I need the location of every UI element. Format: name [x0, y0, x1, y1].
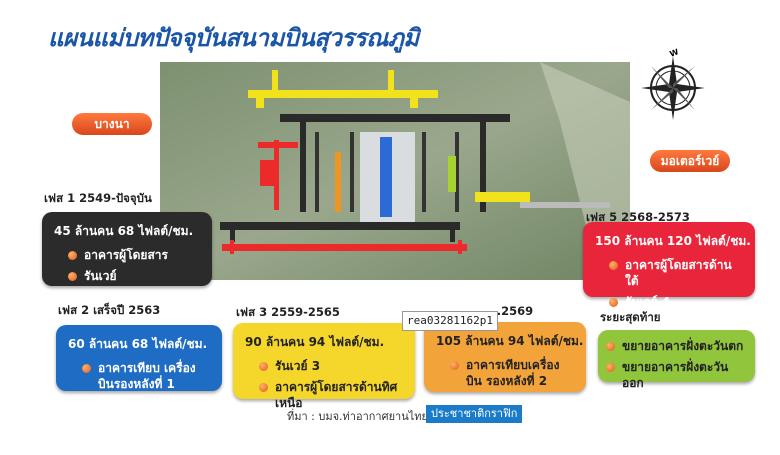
- runway-red-south: [222, 240, 467, 254]
- future-phase-label: ระยะสุดท้าย: [600, 310, 661, 324]
- brand-badge: ประชาชาติกราฟิก: [426, 405, 523, 423]
- location-tag-motorway: มอเตอร์เวย์: [650, 150, 730, 172]
- runway-dark-north: [280, 114, 510, 212]
- phase3-box: 90 ล้านคน 94 ไฟลต์/ชม. รันเวย์ 3 อาคารผู…: [233, 323, 415, 410]
- bullet-icon: [609, 261, 618, 270]
- terminal-blue: [380, 137, 392, 217]
- list-item: อาคารเทียบเครื่องบิน รองหลังที่ 2: [450, 357, 574, 389]
- bullet-icon: [609, 298, 618, 307]
- phase2-headline: 60 ล้านคน 68 ไฟลต์/ชม.: [68, 337, 208, 351]
- phase1-label: เฟส 1 2549-ปัจจุบัน: [44, 191, 152, 205]
- page-title: แผนแม่บทปัจจุบันสนามบินสุวรรณภูมิ: [48, 24, 419, 52]
- compass-west: W: [668, 48, 680, 59]
- compass-rose-icon: W: [633, 47, 713, 128]
- location-tag-bangna: บางนา: [72, 113, 152, 135]
- list-item: อาคารผู้โดยสารด้านทิศเหนือ: [259, 379, 403, 411]
- list-item: อาคารผู้โดยสารด้านใต้: [609, 257, 743, 289]
- concourse-orange: [335, 152, 341, 212]
- phase5-headline: 150 ล้านคน 120 ไฟลต์/ชม.: [595, 234, 751, 248]
- list-item: อาคารผู้โดยสาร: [68, 247, 200, 263]
- phase1-headline: 45 ล้านคน 68 ไฟลต์/ชม.: [54, 224, 194, 238]
- phase4-headline: 105 ล้านคน 94 ไฟลต์/ชม.: [436, 334, 584, 348]
- phase1-box: 45 ล้านคน 68 ไฟลต์/ชม. อาคารผู้โดยสาร รั…: [42, 212, 212, 286]
- bullet-icon: [259, 383, 268, 392]
- list-item: รันเวย์ 3: [259, 358, 403, 374]
- phase2-label: เฟส 2 เสร็จปี 2563: [58, 303, 161, 317]
- bullet-icon: [259, 362, 268, 371]
- building-yellow-south: [475, 192, 530, 202]
- phase3-headline: 90 ล้านคน 94 ไฟลต์/ชม.: [245, 335, 385, 349]
- bullet-icon: [68, 251, 77, 260]
- airport-aerial-map: [160, 62, 630, 280]
- runway-yellow-north: [248, 70, 438, 108]
- bullet-icon: [68, 272, 77, 281]
- bullet-icon: [450, 361, 459, 370]
- list-item: อาคารเทียบ เครื่องบินรองหลังที่ 1: [82, 360, 210, 392]
- list-item: ขยายอาคารฝั่งตะวันออก: [606, 359, 747, 391]
- phase4-label: ...2569: [488, 304, 534, 318]
- bullet-icon: [606, 363, 615, 372]
- list-item: รันเวย์ 4: [609, 294, 743, 310]
- list-item: รันเวย์: [68, 268, 200, 284]
- image-id-stamp: rea03281162p1: [402, 311, 498, 331]
- bullet-icon: [606, 342, 615, 351]
- source-credit: ที่มา : บมจ.ท่าอากาศยานไทย: [287, 410, 428, 423]
- phase4-box: 105 ล้านคน 94 ไฟลต์/ชม. อาคารเทียบเครื่อ…: [424, 322, 586, 392]
- phase5-box: 150 ล้านคน 120 ไฟลต์/ชม. อาคารผู้โดยสารด…: [583, 222, 755, 309]
- bullet-icon: [82, 364, 91, 373]
- phase3-label: เฟส 3 2559-2565: [236, 305, 340, 319]
- future-phase-box: ขยายอาคารฝั่งตะวันตก ขยายอาคารฝั่งตะวันอ…: [598, 330, 755, 390]
- phase2-box: 60 ล้านคน 68 ไฟลต์/ชม. อาคารเทียบ เครื่อ…: [56, 325, 222, 391]
- list-item: ขยายอาคารฝั่งตะวันตก: [606, 338, 747, 354]
- phase5-label: เฟส 5 2568-2573: [586, 210, 690, 224]
- runway-dark-south: [220, 222, 460, 242]
- building-green-east: [448, 156, 456, 192]
- building-red-west: [258, 140, 298, 210]
